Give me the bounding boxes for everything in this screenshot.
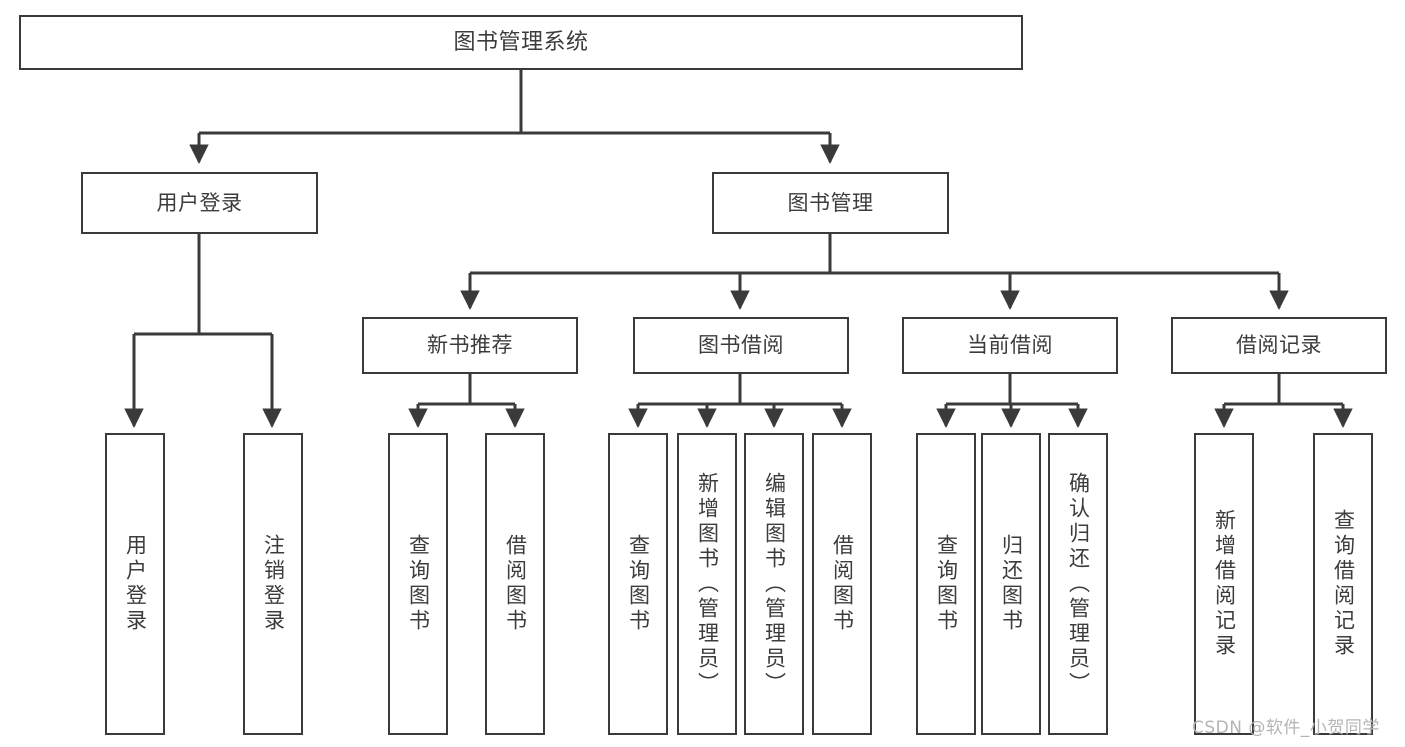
leaf-book-borrow-edit-book-admin[interactable]: 编辑图书（管理员） bbox=[744, 433, 804, 735]
leaf-book-borrow-query-books[interactable]: 查询图书 bbox=[608, 433, 668, 735]
leaf-user-login-sign-in[interactable]: 用户登录 bbox=[105, 433, 165, 735]
node-label: 新增图书（管理员） bbox=[695, 471, 720, 697]
node-borrowing-record[interactable]: 借阅记录 bbox=[1171, 317, 1387, 374]
node-label: 借阅记录 bbox=[1236, 333, 1322, 358]
leaf-current-borrow-return-books[interactable]: 归还图书 bbox=[981, 433, 1041, 735]
node-label: 图书管理系统 bbox=[453, 29, 589, 55]
node-label: 新书推荐 bbox=[427, 333, 513, 358]
leaf-book-borrow-add-book-admin[interactable]: 新增图书（管理员） bbox=[677, 433, 737, 735]
leaf-user-login-sign-out[interactable]: 注销登录 bbox=[243, 433, 303, 735]
leaf-book-borrow-borrow-books[interactable]: 借阅图书 bbox=[812, 433, 872, 735]
node-root-book-management-system[interactable]: 图书管理系统 bbox=[19, 15, 1023, 70]
node-label: 查询图书 bbox=[406, 534, 431, 634]
node-label: 注销登录 bbox=[261, 534, 286, 634]
node-label: 查询图书 bbox=[934, 534, 959, 634]
node-label: 图书借阅 bbox=[698, 333, 784, 358]
node-current-borrowing[interactable]: 当前借阅 bbox=[902, 317, 1118, 374]
leaf-current-borrow-query-books[interactable]: 查询图书 bbox=[916, 433, 976, 735]
leaf-new-book-query-books[interactable]: 查询图书 bbox=[388, 433, 448, 735]
node-label: 借阅图书 bbox=[503, 534, 528, 634]
node-user-login[interactable]: 用户登录 bbox=[81, 172, 318, 234]
node-label: 当前借阅 bbox=[967, 333, 1053, 358]
node-label: 查询图书 bbox=[626, 534, 651, 634]
csdn-watermark: CSDN @软件_小贺同学 bbox=[1192, 718, 1380, 738]
node-label: 查询借阅记录 bbox=[1331, 509, 1356, 659]
node-label: 确认归还（管理员） bbox=[1066, 471, 1091, 697]
node-label: 图书管理 bbox=[787, 190, 874, 215]
node-label: 新增借阅记录 bbox=[1212, 509, 1237, 659]
node-book-management[interactable]: 图书管理 bbox=[712, 172, 949, 234]
node-label: 借阅图书 bbox=[830, 534, 855, 634]
leaf-new-book-borrow-books[interactable]: 借阅图书 bbox=[485, 433, 545, 735]
node-book-borrowing[interactable]: 图书借阅 bbox=[633, 317, 849, 374]
node-new-book-recommendation[interactable]: 新书推荐 bbox=[362, 317, 578, 374]
node-label: 编辑图书（管理员） bbox=[762, 471, 787, 697]
leaf-borrow-record-add-record[interactable]: 新增借阅记录 bbox=[1194, 433, 1254, 735]
node-label: 用户登录 bbox=[156, 190, 243, 215]
node-label: 用户登录 bbox=[123, 534, 148, 634]
leaf-current-borrow-confirm-return-admin[interactable]: 确认归还（管理员） bbox=[1048, 433, 1108, 735]
node-label: 归还图书 bbox=[999, 534, 1024, 634]
leaf-borrow-record-query-record[interactable]: 查询借阅记录 bbox=[1313, 433, 1373, 735]
